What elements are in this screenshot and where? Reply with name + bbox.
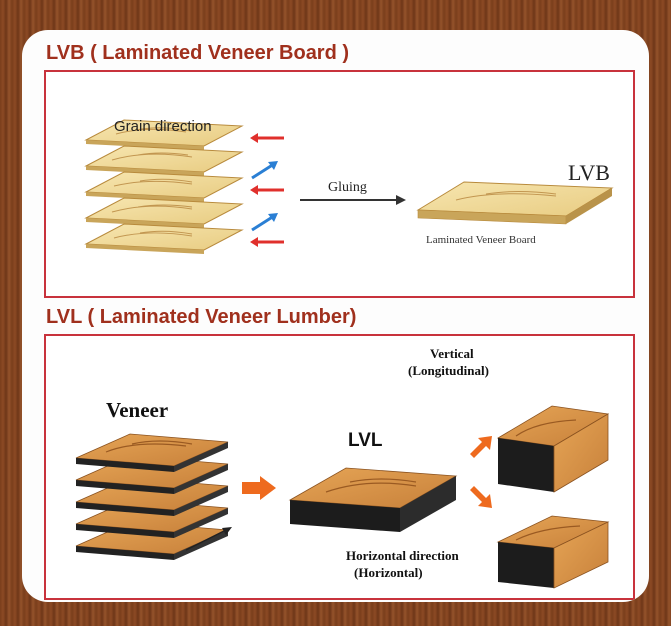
lvb-panel: Grain direction Gluing LVB Laminated Ven… [44,70,635,298]
blue-arrow-icon [251,161,278,180]
horizontal-title: Horizontal direction [346,548,459,563]
lvb-diagram [84,119,614,254]
vertical-block [496,405,610,493]
grain-arrow-icon [185,527,232,551]
horizontal-subtitle: (Horizontal) [354,565,423,580]
orange-arrow-icon [470,486,492,508]
vertical-subtitle: (Longitudinal) [408,363,489,378]
lvb-product-label: LVB [568,160,610,185]
orange-arrow-icon [470,436,492,458]
veneer-label: Veneer [106,398,169,422]
orange-arrow-icon [242,476,276,500]
gluing-arrow-icon [300,195,406,205]
blue-arrow-icon [251,213,278,232]
red-arrow-icon [250,237,284,247]
lvb-board [416,181,614,225]
vertical-title: Vertical [430,346,474,361]
lvl-block [288,467,458,532]
info-card: LVB ( Laminated Veneer Board ) [22,30,649,602]
lvl-diagram [75,405,610,589]
grain-direction-label: Grain direction [114,118,212,135]
lvl-product-label: LVL [348,430,383,451]
lvb-heading: LVB ( Laminated Veneer Board ) [46,42,350,64]
red-arrow-icon [250,133,284,143]
grain-arrows [250,133,284,247]
lvl-panel: Veneer LVL Vertical (Longitudinal) Horiz… [44,334,635,600]
veneer-sheets [75,433,232,560]
horizontal-block [496,515,610,589]
lvb-product-caption: Laminated Veneer Board [426,234,536,246]
gluing-label: Gluing [328,180,367,195]
red-arrow-icon [250,185,284,195]
lvl-heading: LVL ( Laminated Veneer Lumber) [46,306,357,328]
veneer-stack [84,119,244,254]
